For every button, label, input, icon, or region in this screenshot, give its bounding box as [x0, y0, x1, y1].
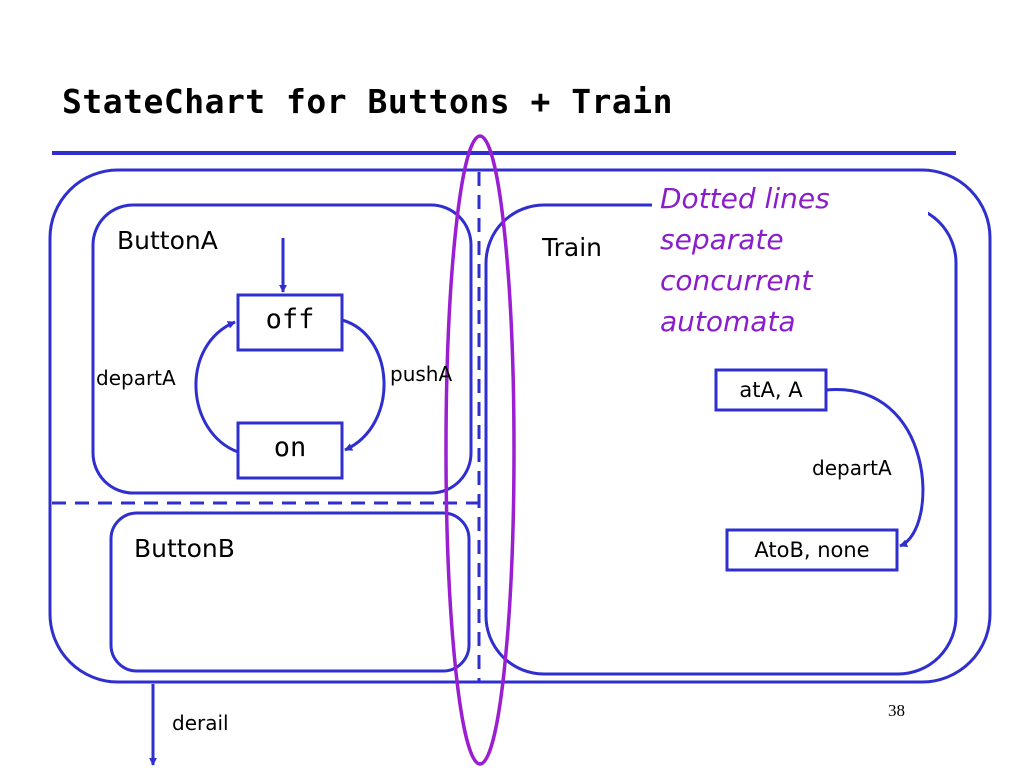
departa-arc [194, 320, 239, 454]
train-label: Train [542, 233, 602, 262]
note-line: Dotted lines [660, 182, 830, 215]
derail-label: derail [172, 711, 229, 735]
state-atob-label: AtoB, none [754, 538, 870, 562]
train-departa-arc [825, 388, 925, 548]
pusha-arc [341, 318, 386, 452]
page-title: StateChart for Buttons + Train [62, 82, 674, 121]
state-off-label: off [265, 304, 315, 335]
note-background [652, 175, 928, 335]
state-on-box [236, 421, 344, 480]
page-number: 38 [888, 701, 905, 720]
note-line: concurrent [660, 264, 813, 297]
button-b-label: ButtonB [134, 534, 235, 563]
outer-state [48, 168, 992, 684]
button-a-state [91, 203, 473, 495]
state-ata-label: atA, A [739, 378, 803, 402]
state-on-label: on [273, 432, 307, 463]
train-departa-label: departA [812, 456, 892, 480]
highlight-ellipse [444, 134, 516, 766]
button-b-state [109, 511, 471, 673]
state-atob-box [725, 528, 899, 572]
departa-label: departA [96, 366, 176, 390]
button-a-label: ButtonA [117, 226, 218, 255]
state-off-box [236, 293, 344, 352]
note-line: separate [660, 223, 784, 256]
concurrency-note: Dotted lines separate concurrent automat… [660, 178, 830, 342]
note-line: automata [660, 305, 796, 338]
pusha-label: pushA [390, 362, 453, 386]
